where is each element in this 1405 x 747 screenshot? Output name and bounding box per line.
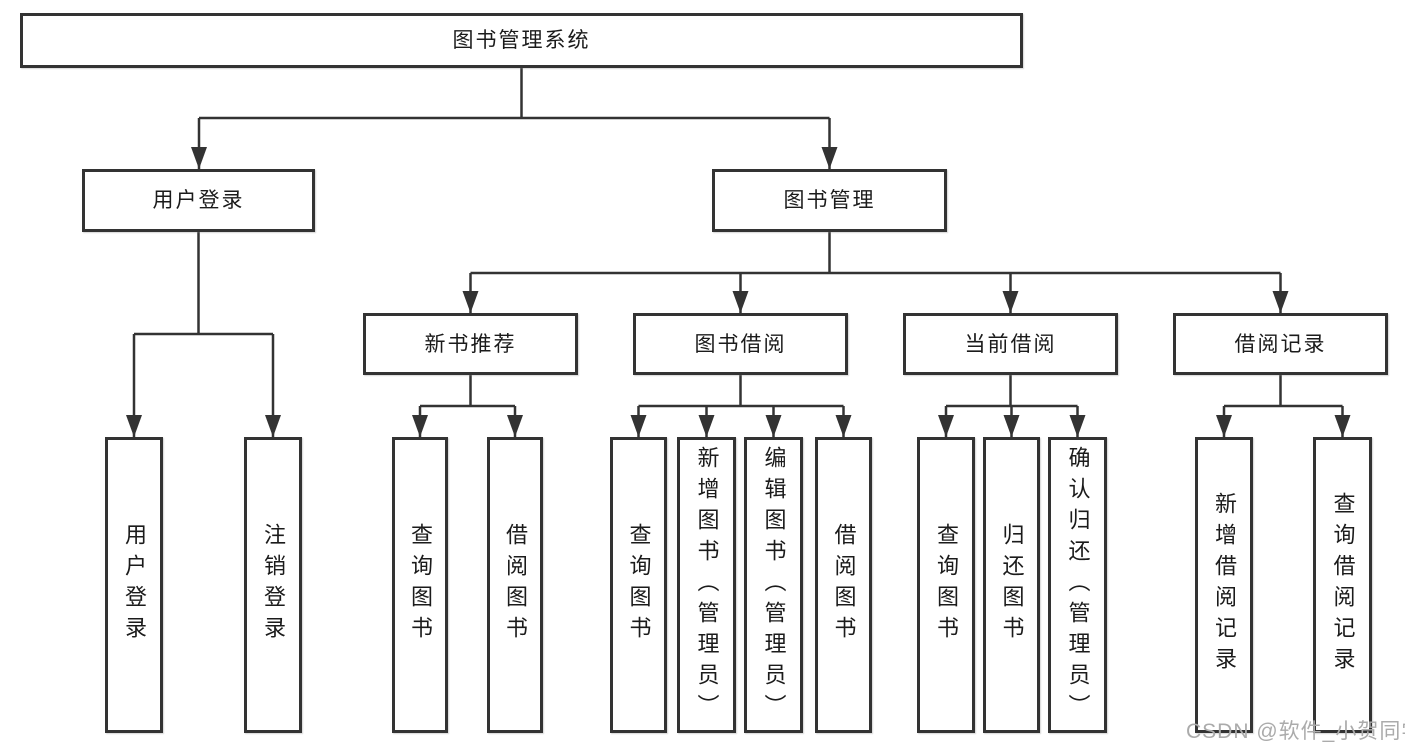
- node-root-label: 图书管理系统: [452, 29, 591, 52]
- node-borrow-records-label: 借阅记录: [1234, 332, 1327, 356]
- leaf-confirm-return-admin: 确认归还（管理员）: [1048, 437, 1107, 733]
- leaf-add-book-admin: 新增图书（管理员）: [677, 437, 736, 733]
- node-book-management-label: 图书管理: [783, 189, 876, 212]
- node-book-borrowing: 图书借阅: [633, 313, 848, 375]
- node-borrow-records: 借阅记录: [1173, 313, 1388, 375]
- leaf-query-borrow-record: 查询借阅记录: [1313, 437, 1372, 733]
- node-root-system: 图书管理系统: [20, 13, 1023, 68]
- leaf-return-book: 归还图书: [983, 437, 1040, 733]
- leaf-query-books-current: 查询图书: [917, 437, 975, 733]
- leaf-edit-book-admin-label: 编辑图书（管理员）: [761, 445, 787, 725]
- leaf-logout-label: 注销登录: [261, 523, 286, 647]
- leaf-query-books-recommend: 查询图书: [392, 437, 448, 733]
- node-book-management: 图书管理: [712, 169, 947, 232]
- node-user-login: 用户登录: [82, 169, 315, 232]
- leaf-borrow-books-recommend: 借阅图书: [487, 437, 543, 733]
- leaf-query-books-borrowing-label: 查询图书: [626, 523, 652, 647]
- leaf-borrow-books-recommend-label: 借阅图书: [503, 523, 528, 647]
- leaf-add-borrow-record-label: 新增借阅记录: [1212, 492, 1237, 678]
- leaf-query-borrow-record-label: 查询借阅记录: [1330, 492, 1356, 678]
- csdn-watermark: CSDN @软件_小贺同学: [1186, 720, 1405, 743]
- leaf-add-book-admin-label: 新增图书（管理员）: [694, 445, 720, 725]
- node-book-borrowing-label: 图书借阅: [694, 332, 787, 356]
- leaf-edit-book-admin: 编辑图书（管理员）: [744, 437, 803, 733]
- leaf-user-login: 用户登录: [105, 437, 163, 733]
- leaf-borrow-books-borrowing: 借阅图书: [815, 437, 872, 733]
- leaf-add-borrow-record: 新增借阅记录: [1195, 437, 1253, 733]
- leaf-borrow-books-borrowing-label: 借阅图书: [831, 523, 857, 647]
- node-current-borrowing: 当前借阅: [903, 313, 1118, 375]
- leaf-logout: 注销登录: [244, 437, 302, 733]
- leaf-query-books-borrowing: 查询图书: [610, 437, 667, 733]
- node-user-login-label: 用户登录: [152, 189, 245, 212]
- leaf-return-book-label: 归还图书: [999, 523, 1025, 647]
- node-current-borrowing-label: 当前借阅: [964, 332, 1057, 356]
- node-new-book-recommend: 新书推荐: [363, 313, 578, 375]
- leaf-user-login-label: 用户登录: [122, 523, 147, 647]
- leaf-query-books-recommend-label: 查询图书: [408, 523, 433, 647]
- node-new-book-recommend-label: 新书推荐: [424, 332, 517, 356]
- leaf-confirm-return-admin-label: 确认归还（管理员）: [1065, 445, 1091, 725]
- leaf-query-books-current-label: 查询图书: [934, 523, 959, 647]
